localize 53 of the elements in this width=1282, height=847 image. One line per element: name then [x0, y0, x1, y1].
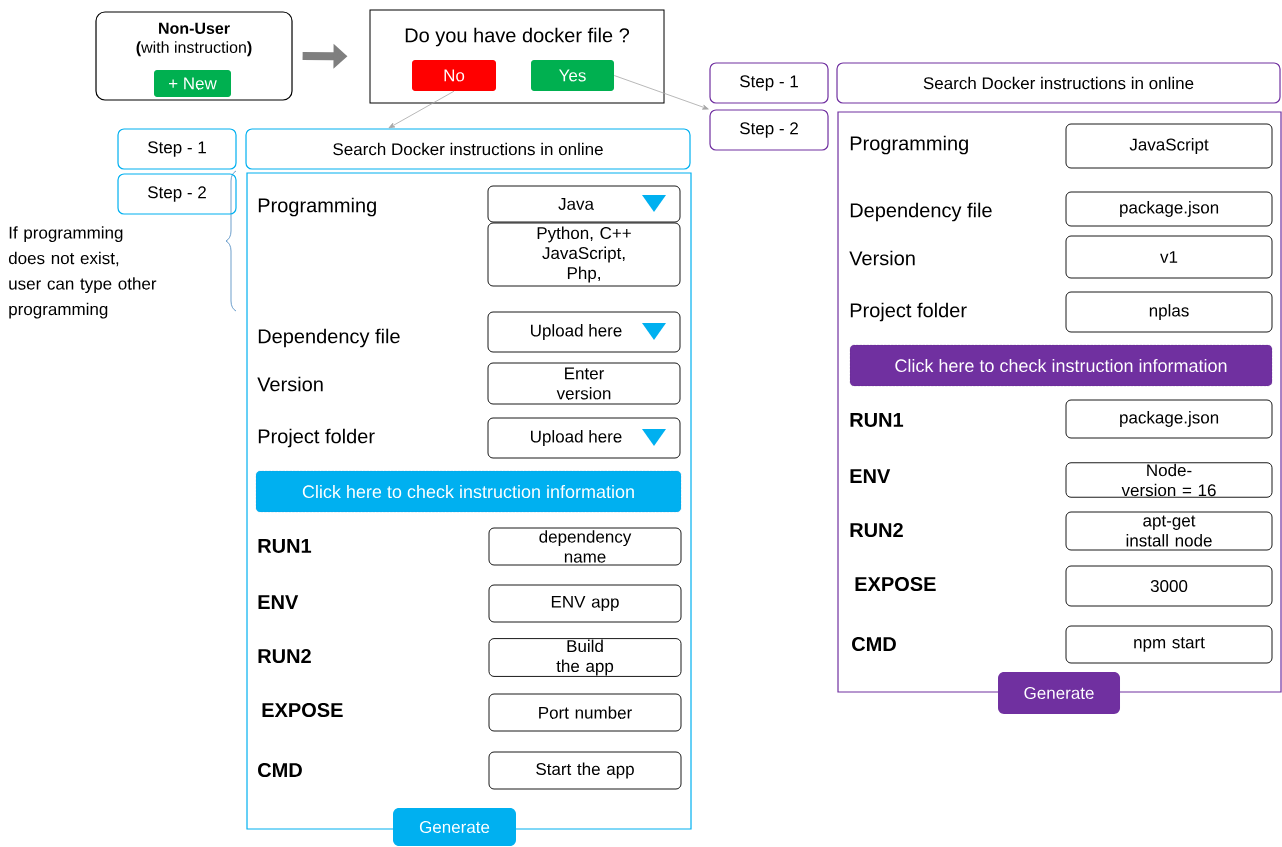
input-field: Start the app	[488, 751, 682, 790]
dropdown-field: Upload here	[487, 417, 681, 459]
field-label: Version	[849, 250, 915, 266]
field-label: ENV	[258, 595, 299, 609]
input-field: Enter version	[487, 362, 681, 405]
field-label: Version	[257, 376, 323, 392]
field-label: CMD	[258, 762, 302, 778]
input-field: Build the app	[488, 638, 682, 677]
field-label: Dependency file	[850, 202, 992, 222]
new-button: + New	[154, 70, 231, 97]
dropdown-field: Java	[487, 185, 681, 223]
field-label: RUN1	[258, 539, 312, 553]
field-label: EXPOSE	[262, 702, 343, 718]
field-label: RUN2	[850, 522, 903, 538]
generate-button: Generate	[998, 672, 1120, 714]
search-bar: Search Docker instructions in online	[836, 62, 1281, 104]
input-field: Node-version = 16	[1065, 462, 1273, 498]
input-field: package.json	[1065, 399, 1273, 439]
input-field: apt-get install node	[1065, 511, 1273, 551]
generate-button: Generate	[393, 808, 516, 846]
input-field: JavaScript	[1065, 123, 1273, 169]
field-label: Dependency file	[258, 328, 400, 348]
options-list: Python, C++ JavaScript, Php,	[487, 222, 681, 287]
field-label: Project folder	[850, 302, 967, 322]
input-field: Port number	[488, 693, 682, 732]
yes-button: Yes	[531, 60, 614, 91]
field-label: Project folder	[258, 428, 375, 448]
search-bar: Search Docker instructions in online	[245, 128, 691, 170]
input-field: 3000	[1065, 565, 1273, 607]
field-label: RUN2	[258, 648, 311, 664]
step-box: Step - 1	[709, 62, 829, 104]
field-label: EXPOSE	[855, 576, 936, 592]
field-label: Programming	[258, 197, 376, 217]
input-field: v1	[1065, 235, 1273, 279]
arrow	[388, 90, 455, 129]
step-box: Step - 2	[709, 109, 829, 151]
input-field: ENV app	[488, 584, 682, 623]
dropdown-field: Upload here	[487, 311, 681, 353]
field-label: CMD	[852, 636, 896, 652]
input-field: npm start	[1065, 625, 1273, 664]
field-label: ENV	[850, 469, 891, 483]
step-box: Step - 1	[117, 128, 237, 170]
field-label: Programming	[850, 135, 968, 155]
arrow	[613, 75, 709, 110]
check-button: Click here to check instruction information	[849, 344, 1273, 387]
note-text: If programming does not exist, user can type other programming	[8, 226, 157, 319]
step-box: Step - 2	[117, 173, 237, 215]
input-field: nplas	[1065, 291, 1273, 333]
input-field: dependency name	[488, 527, 682, 566]
no-button: No	[412, 60, 496, 91]
check-button: Click here to check instruction information	[255, 470, 682, 513]
input-field: package.json	[1065, 191, 1273, 227]
field-label: RUN1	[850, 413, 904, 427]
